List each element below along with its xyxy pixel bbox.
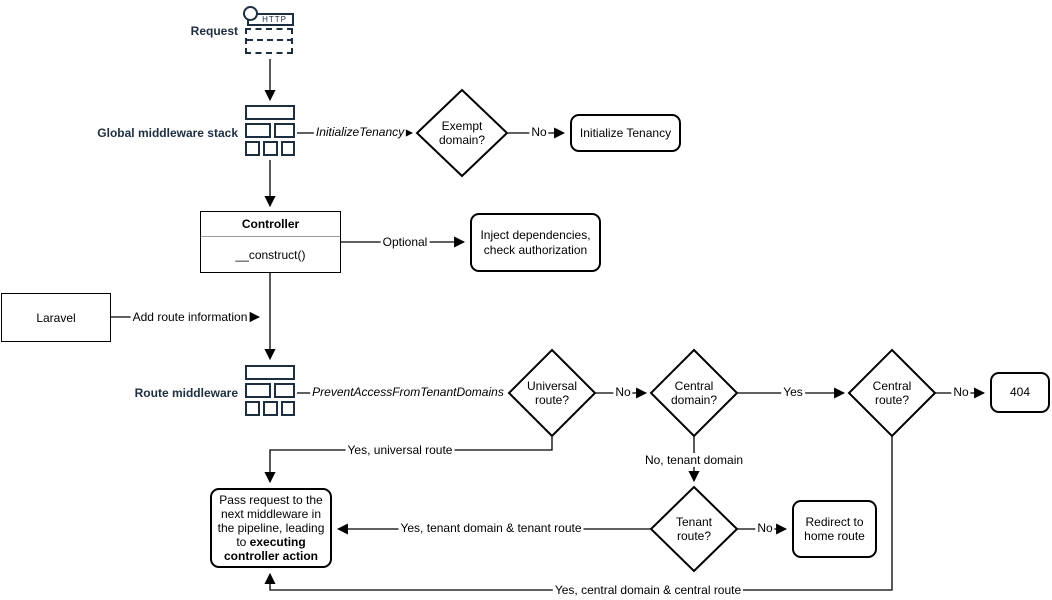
edge-label-exempt-no: No: [529, 125, 549, 139]
http-request-icon: HTTP: [243, 6, 296, 56]
decision-universal-route: [507, 348, 597, 438]
node-redirect-home: Redirect to home route: [792, 500, 877, 558]
edge-label-yes-universal-route: Yes, universal route: [345, 443, 455, 457]
edge-label-no-tenant-domain: No, tenant domain: [642, 453, 746, 467]
global-middleware-stack-icon: [245, 105, 295, 158]
edge-label-central-domain-yes: Yes: [781, 385, 805, 399]
node-pass-request: Pass request to the next middleware in t…: [210, 488, 332, 568]
route-middleware-label: Route middleware: [134, 386, 238, 400]
decision-exempt-domain: [415, 88, 509, 178]
tenant-route-label: Tenant route?: [675, 514, 713, 543]
http-body-icon: [245, 28, 293, 54]
universal-route-label: Universal route?: [526, 378, 577, 407]
node-inject-dependencies: Inject dependencies, check authorization: [470, 213, 601, 272]
controller-construct: __construct(): [235, 248, 306, 262]
node-laravel: Laravel: [1, 293, 111, 342]
node-initialize-tenancy: Initialize Tenancy: [570, 114, 681, 152]
edge-label-prevent-access: PreventAccessFromTenantDomains: [310, 385, 506, 399]
central-domain-label: Central domain?: [670, 378, 718, 407]
edge-label-initialize-tenancy: InitializeTenancy: [313, 125, 407, 139]
exempt-domain-label: Exempt domain?: [438, 118, 486, 147]
http-body-divider: [247, 39, 293, 41]
pass-request-bold-text: executing controller action: [223, 535, 318, 564]
decision-central-route: [847, 348, 937, 438]
decision-tenant-route: [649, 485, 739, 573]
global-middleware-stack-label: Global middleware stack: [97, 126, 238, 140]
edge-label-central-route-no: No: [951, 385, 971, 399]
route-middleware-stack-icon: [245, 365, 295, 418]
edge-label-add-route-information: Add route information: [130, 310, 250, 324]
pass-request-text: Pass request to the next middleware in t…: [217, 492, 325, 550]
request-label: Request: [190, 24, 238, 38]
node-404: 404: [990, 372, 1050, 413]
edge-label-tenant-no: No: [755, 521, 775, 535]
central-route-label: Central route?: [872, 378, 912, 407]
http-circle-icon: [243, 6, 258, 21]
edge-label-optional: Optional: [380, 235, 430, 249]
edge-label-yes-central-domain-route: Yes, central domain & central route: [552, 583, 744, 597]
edge-label-universal-no: No: [613, 385, 633, 399]
decision-central-domain: [649, 348, 739, 438]
controller-title: Controller: [201, 212, 340, 237]
node-controller: Controller __construct(): [200, 211, 341, 273]
edge-label-yes-tenant-domain-route: Yes, tenant domain & tenant route: [398, 521, 584, 535]
